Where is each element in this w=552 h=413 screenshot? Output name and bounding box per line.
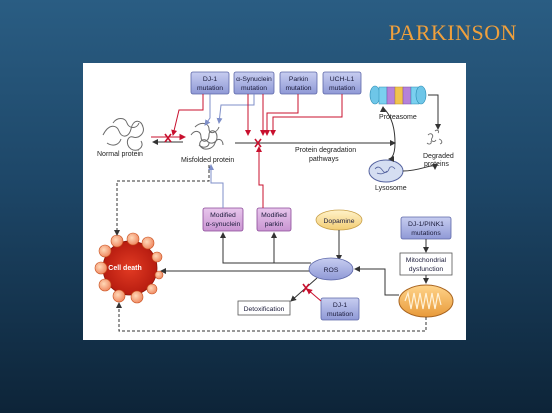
proteasome-label: Proteasome	[379, 114, 417, 121]
modified-parkin-box: Modified parkin	[256, 207, 292, 232]
uchl1-mutation-label-1: UCH-L1	[330, 76, 355, 83]
dopamine-label: Dopamine	[324, 218, 355, 225]
dj1-mutation-box-2: DJ-1 mutation	[320, 297, 360, 321]
degradation-label-1: Protein degradation	[295, 147, 356, 154]
asyn-mutation-label-2: mutation	[241, 85, 267, 92]
proteasome-to-degraded-arrow	[428, 94, 441, 130]
asyn-mutation-box: α-Synuclein mutation	[233, 71, 275, 95]
block-x-2	[254, 138, 262, 148]
mito-to-ros-arrow	[354, 266, 399, 296]
normal-protein-icon	[102, 118, 144, 151]
dj1-mutation-2-label-2: mutation	[327, 311, 353, 318]
degraded-proteins-label-1: Degraded	[423, 153, 454, 160]
mito-dysfunction-label-2: dysfunction	[409, 266, 444, 273]
ros-node: ROS	[308, 257, 354, 281]
pathway-figure: DJ-1 mutation α-Synuclein mutation Parki…	[83, 63, 466, 340]
modified-parkin-label-2: parkin	[265, 221, 284, 228]
slide-title: PARKINSON	[388, 20, 517, 45]
parkin-to-degradation-arrow	[264, 94, 299, 136]
misfolded-protein-icon	[190, 122, 224, 150]
dj1-mutation-box: DJ-1 mutation	[190, 71, 230, 95]
modified-asyn-to-misfolded-arrow	[208, 164, 224, 208]
proteasome-icon	[369, 85, 427, 105]
dj1-to-folding-arrow	[171, 94, 204, 136]
modified-asyn-label-2: α-synuclein	[206, 221, 241, 228]
mito-dysfunction-label-1: Mitochondrial	[406, 257, 447, 264]
uchl1-to-degradation-arrow	[270, 94, 343, 136]
lysosome-to-degraded-arrow	[402, 163, 438, 172]
pathway-diagram: DJ-1 mutation α-Synuclein mutation Parki…	[94, 71, 454, 332]
uchl1-mutation-label-2: mutation	[329, 85, 355, 92]
dj1-mutation-label-2: mutation	[197, 85, 223, 92]
uchl1-mutation-box: UCH-L1 mutation	[322, 71, 362, 95]
detox-label: Detoxification	[244, 306, 285, 313]
degradation-label-2: pathways	[309, 156, 339, 163]
dj1-mutation-2-label-1: DJ-1	[333, 302, 348, 309]
asyn-to-misfolded-arrow	[216, 94, 255, 124]
mito-dysfunction-box: Mitochondrial dysfunction	[399, 252, 453, 276]
asyn-mutation-label-1: α-Synuclein	[236, 76, 272, 83]
to-lysosome-arrow	[388, 142, 396, 162]
dj1-pink1-box: DJ-1/PINK1 mutations	[400, 216, 452, 240]
dopamine-node: Dopamine	[315, 209, 363, 231]
modified-parkin-label-1: Modified	[261, 212, 287, 219]
mitochondrion-icon	[398, 284, 454, 318]
detox-box: Detoxification	[237, 300, 291, 316]
lysosome-icon	[368, 159, 404, 183]
parkin-mutation-label-1: Parkin	[289, 76, 308, 83]
lysosome-label: Lysosome	[375, 185, 407, 192]
block-x-1	[164, 133, 172, 143]
dj1-to-misfolded-arrow	[204, 94, 211, 126]
cell-death-node: Cell death	[94, 232, 164, 304]
degraded-proteins-icon	[426, 129, 443, 145]
dj1-mutation-label-1: DJ-1	[203, 76, 218, 83]
parkin-mutation-label-2: mutation	[285, 85, 311, 92]
cell-death-label: Cell death	[108, 265, 141, 272]
ros-label: ROS	[324, 267, 339, 274]
misfolded-protein-label: Misfolded protein	[181, 157, 234, 164]
dj1-pink1-label-2: mutations	[411, 230, 441, 237]
modified-asyn-box: Modified α-synuclein	[202, 207, 244, 232]
block-x-3	[302, 283, 310, 293]
normal-protein-label: Normal protein	[97, 151, 143, 158]
dj1-to-detox-arrow	[306, 288, 322, 302]
dj1-pink1-label-1: DJ-1/PINK1	[408, 221, 444, 228]
mito-to-cell-death-dashed-arrow	[116, 302, 427, 332]
modified-parkin-to-degradation-arrow	[256, 146, 264, 208]
misfolded-to-cell-death-dashed-arrow	[114, 165, 210, 236]
modified-asyn-label-1: Modified	[210, 212, 236, 219]
parkin-mutation-box: Parkin mutation	[279, 71, 318, 95]
to-proteasome-arrow	[380, 106, 396, 144]
ros-to-modified-asyn-arrow	[220, 232, 311, 264]
